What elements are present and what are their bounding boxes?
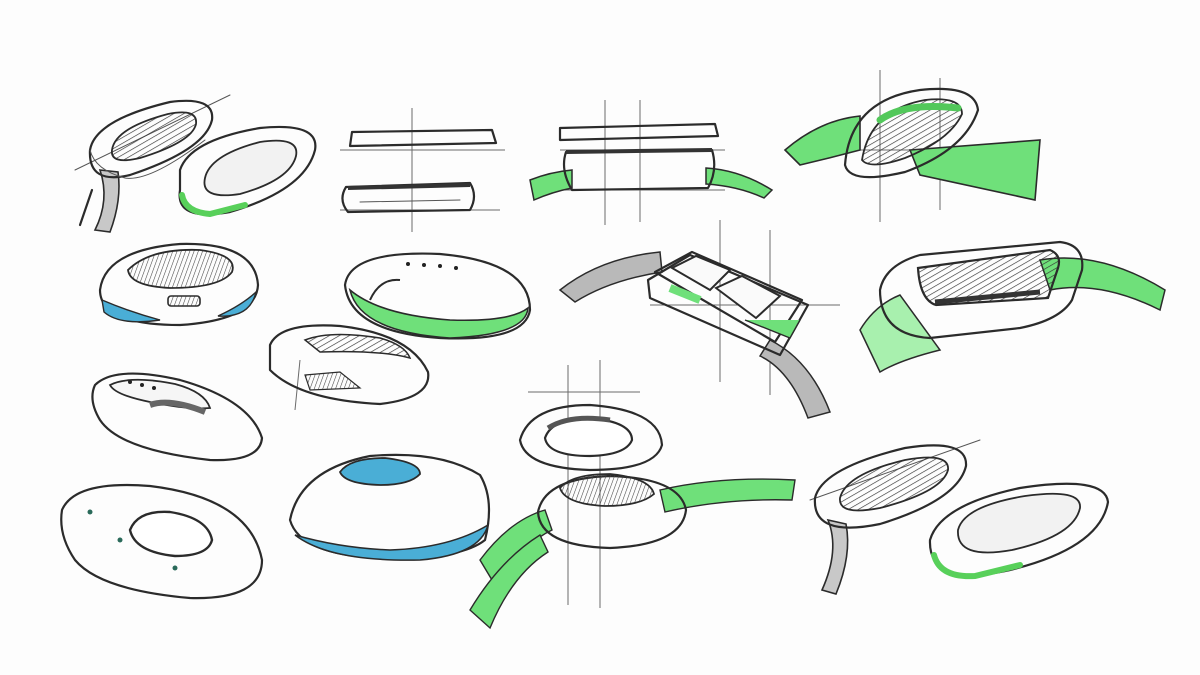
sketch-side-profile-module [340, 108, 505, 232]
sketch-side-view-on-strap [529, 100, 774, 225]
sketch-pebble-blue-base [98, 242, 260, 327]
sketch-oval-pod [91, 372, 264, 462]
sketch-round-watch-green-strap [469, 473, 796, 630]
sketch-arched-module-green-strap [783, 70, 1041, 222]
sketch-flat-disc-with-opening [60, 483, 264, 600]
sketch-band-tracker-pair-bottom-right [809, 439, 1110, 595]
sketch-rect-screen-tracker [859, 240, 1166, 374]
sketch-dual-window-tracker [558, 220, 840, 419]
sketch-dome-blue-accents [288, 453, 491, 561]
sketch-band-tracker-pair-top-left [74, 94, 317, 233]
sketch-green-ring-module [268, 324, 430, 411]
sketch-green-pod-dotted [343, 252, 532, 340]
